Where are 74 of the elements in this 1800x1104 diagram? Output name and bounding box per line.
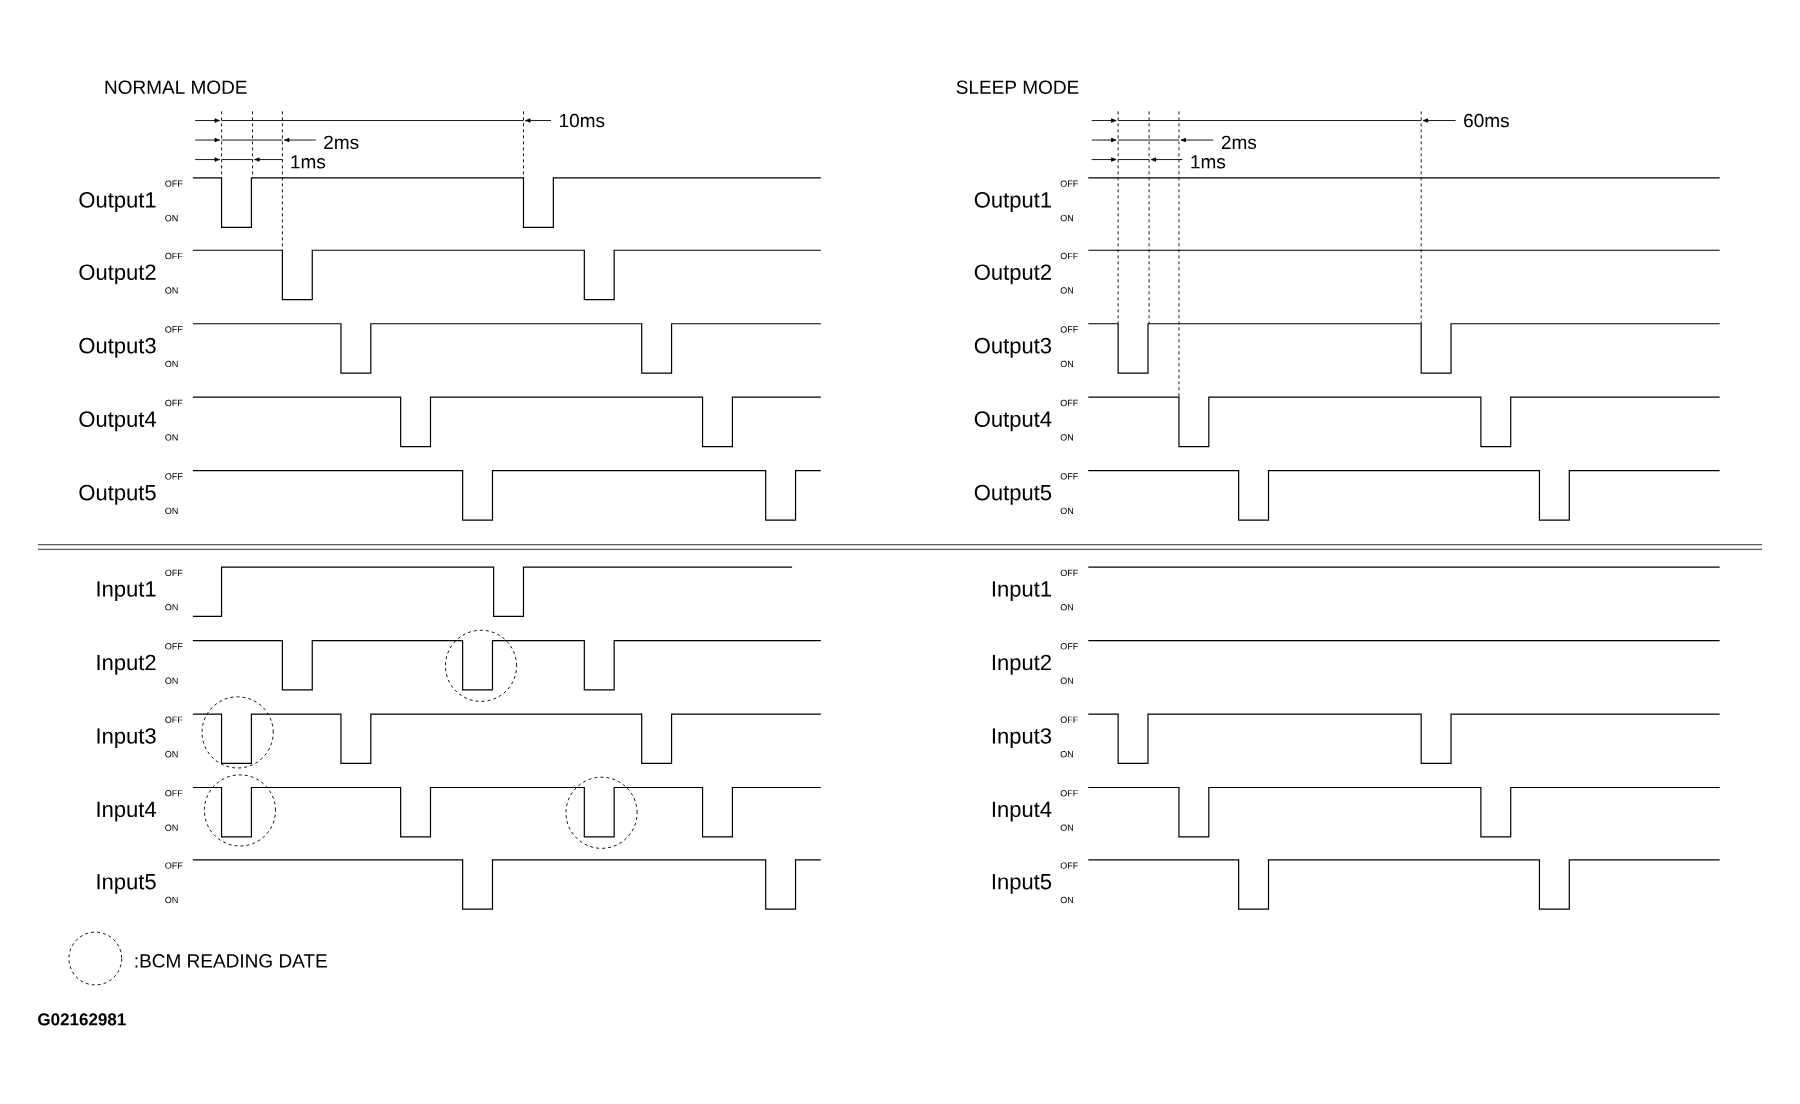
level-label: OFF: [165, 569, 183, 576]
level-label: OFF: [1060, 473, 1078, 480]
level-label: OFF: [1060, 180, 1078, 187]
dashed-circle: [201, 696, 274, 769]
level-label: ON: [1060, 507, 1073, 514]
dashed-circle: [444, 629, 518, 702]
level-label: ON: [1060, 360, 1073, 367]
level-label: ON: [165, 896, 178, 904]
signal-name: Input3: [992, 728, 1052, 748]
signal-name: Input3: [97, 728, 156, 748]
level-label: OFF: [165, 642, 183, 650]
level-label: OFF: [1060, 716, 1078, 723]
signal-name: Output5: [79, 484, 156, 505]
level-label: OFF: [165, 716, 183, 723]
signal-name: Input2: [97, 654, 156, 675]
level-label: ON: [165, 287, 178, 294]
signal-name: Input5: [97, 873, 156, 894]
level-label: OFF: [165, 399, 183, 406]
level-label: OFF: [165, 789, 183, 797]
figure-number: G02162981: [38, 1013, 126, 1026]
level-label: ON: [1060, 896, 1073, 904]
level-label: ON: [1060, 287, 1073, 294]
dimension-label: 2ms: [1221, 135, 1257, 149]
signal-name: Output1: [79, 191, 156, 212]
level-label: OFF: [165, 252, 183, 260]
level-label: ON: [1060, 214, 1073, 222]
legend-label: :BCM READING DATE: [135, 953, 327, 968]
level-label: OFF: [165, 326, 183, 333]
level-label: ON: [165, 677, 178, 684]
level-label: ON: [165, 750, 178, 758]
signal-name: Output2: [974, 264, 1051, 285]
dimension-label: 10ms: [560, 113, 605, 128]
signal-name: Output1: [974, 191, 1051, 212]
level-label: OFF: [1060, 326, 1078, 333]
level-label: OFF: [165, 180, 183, 187]
dashed-circle: [203, 774, 276, 847]
level-label: ON: [1060, 750, 1073, 758]
signal-name: Output3: [974, 337, 1052, 358]
dimension-label: 1ms: [291, 155, 326, 169]
level-label: ON: [1060, 824, 1073, 831]
level-label: ON: [165, 603, 178, 611]
level-label: ON: [165, 214, 178, 222]
level-label: ON: [165, 434, 178, 441]
signal-name: Output3: [79, 337, 156, 358]
level-label: ON: [1060, 434, 1073, 441]
level-label: OFF: [1060, 569, 1078, 576]
level-label: OFF: [1060, 252, 1078, 260]
signal-name: Output2: [79, 264, 156, 285]
level-label: ON: [165, 360, 178, 367]
mode-title: NORMAL MODE: [105, 80, 247, 94]
signal-name: Input4: [992, 801, 1052, 822]
signal-name: Input2: [992, 654, 1051, 675]
level-label: OFF: [1060, 642, 1078, 650]
signal-name: Input4: [97, 801, 156, 822]
signal-name: Input1: [97, 581, 156, 601]
dashed-circle: [565, 776, 638, 849]
level-label: ON: [1060, 677, 1073, 684]
dimension-label: 1ms: [1191, 155, 1226, 169]
signal-name: Output5: [974, 484, 1052, 505]
level-label: OFF: [1060, 862, 1078, 869]
mode-title: SLEEP MODE: [956, 80, 1079, 94]
dimension-label: 2ms: [324, 135, 359, 149]
signal-name: Output4: [974, 411, 1052, 432]
level-label: OFF: [165, 862, 183, 869]
signal-name: Input1: [992, 581, 1051, 601]
dimension-label: 60ms: [1464, 113, 1509, 128]
level-label: OFF: [1060, 789, 1078, 797]
level-label: ON: [165, 824, 178, 831]
level-label: OFF: [165, 473, 183, 480]
level-label: OFF: [1060, 399, 1078, 406]
signal-name: Input5: [992, 873, 1052, 894]
signal-name: Output4: [79, 411, 156, 432]
level-label: ON: [1060, 603, 1073, 611]
level-label: ON: [165, 507, 178, 514]
